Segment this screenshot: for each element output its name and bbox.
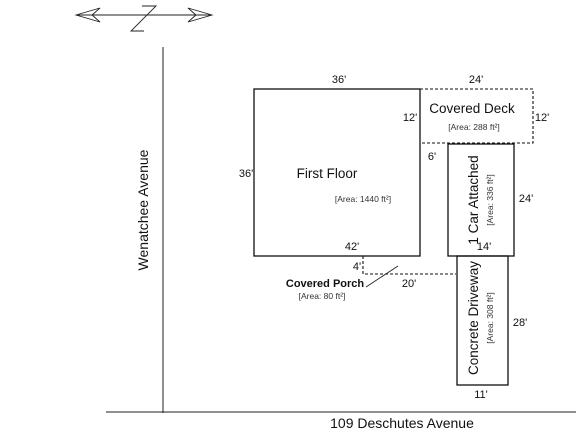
covered-deck-dim-top: 24' xyxy=(469,74,483,86)
driveway-outline xyxy=(456,255,509,386)
driveway-dim-right: 28' xyxy=(513,317,527,329)
garage-outline xyxy=(447,143,515,257)
north-arrow-icon xyxy=(74,5,214,32)
covered-porch-dim-bottom: 20' xyxy=(402,278,416,290)
covered-porch-area: [Area: 80 ft²] xyxy=(299,291,346,301)
first-floor-dim-left: 36' xyxy=(239,168,253,180)
covered-deck-outline xyxy=(420,88,534,144)
covered-deck-dim-right: 12' xyxy=(535,112,549,124)
first-floor-dim-notch: 6' xyxy=(428,151,436,163)
covered-deck-title: Covered Deck xyxy=(429,101,515,116)
driveway-area: [Area: 308 ft²] xyxy=(485,292,495,344)
covered-deck-dim-left: 12' xyxy=(403,112,417,124)
first-floor-outline xyxy=(253,88,421,257)
garage-title: 1 Car Attached xyxy=(466,155,481,244)
west-street-label: Wenatchee Avenue xyxy=(135,149,151,270)
driveway-title: Concrete Driveway xyxy=(466,261,481,375)
covered-porch-dim-left: 4' xyxy=(353,261,361,273)
first-floor-area: [Area: 1440 ft²] xyxy=(335,194,391,204)
covered-porch-title: Covered Porch xyxy=(286,278,365,290)
driveway-dim-bottom: 11' xyxy=(474,389,488,401)
first-floor-title: First Floor xyxy=(297,166,358,181)
covered-porch-leader-line xyxy=(365,265,399,288)
south-street-label: 109 Deschutes Avenue xyxy=(330,415,474,431)
covered-porch-outline xyxy=(362,256,456,275)
garage-dim-bottom: 14' xyxy=(477,241,491,253)
first-floor-dim-top: 36' xyxy=(332,74,346,86)
first-floor-dim-bottom: 42' xyxy=(345,241,359,253)
garage-area: [Area: 336 ft²] xyxy=(485,174,495,226)
garage-dim-right: 24' xyxy=(519,193,533,205)
covered-deck-area: [Area: 288 ft²] xyxy=(448,122,500,132)
